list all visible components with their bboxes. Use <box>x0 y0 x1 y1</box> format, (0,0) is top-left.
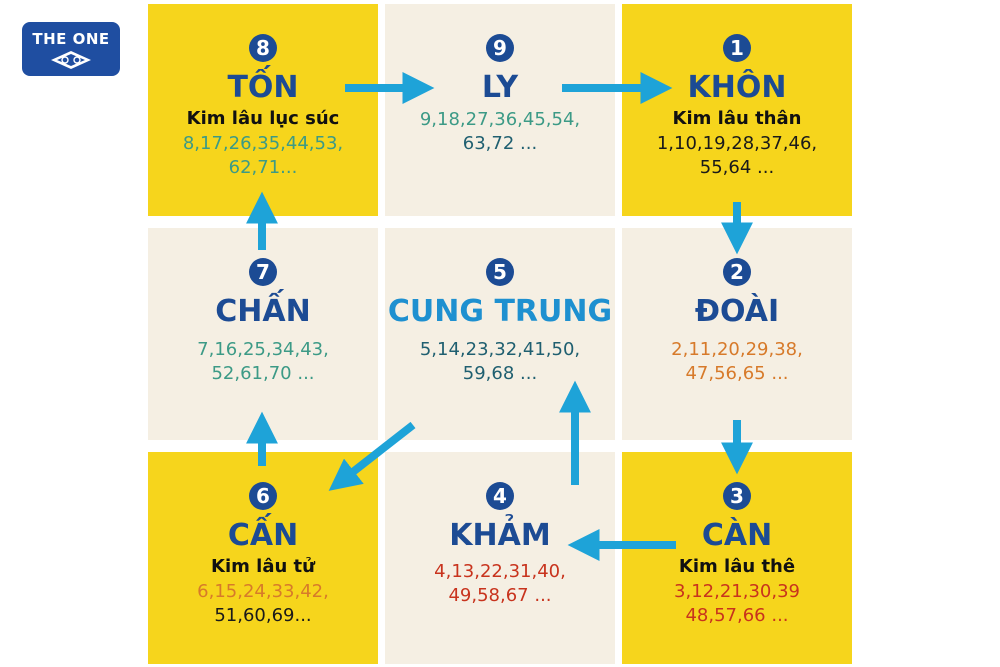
ages-line-2: 49,58,67 ... <box>448 585 552 606</box>
ages-line-2: 47,56,65 ... <box>685 363 789 384</box>
cell-name: KHÔN <box>687 70 787 105</box>
cell-name: CẤN <box>227 518 299 553</box>
cell-ages: 5,14,23,32,41,50, 59,68 ... <box>420 338 580 386</box>
cell-number: 5 <box>486 258 514 286</box>
ages-line-1: 6,15,24,33,42, <box>197 581 329 602</box>
cell-ages: 8,17,26,35,44,53, 62,71... <box>183 132 343 180</box>
cell-number: 1 <box>723 34 751 62</box>
cell-number: 8 <box>249 34 277 62</box>
ages-line-2: 52,61,70 ... <box>211 363 315 384</box>
cell-ages: 1,10,19,28,37,46, 55,64 ... <box>657 132 817 180</box>
cell-khon: 1 KHÔN Kim lâu thân 1,10,19,28,37,46, 55… <box>622 4 852 216</box>
cell-name: TỐN <box>227 70 299 105</box>
ages-line-2: 51,60,69... <box>214 605 312 626</box>
cell-number: 4 <box>486 482 514 510</box>
cell-subtitle: Kim lâu lục súc <box>186 108 340 129</box>
logo-text: THE ONE <box>32 30 110 48</box>
ages-line-1: 8,17,26,35,44,53, <box>182 133 344 154</box>
cell-can-3: 3 CÀN Kim lâu thê 3,12,21,30,39 48,57,66… <box>622 452 852 664</box>
cell-name: LY <box>481 70 519 105</box>
cell-ages: 6,15,24,33,42, 51,60,69... <box>197 580 329 628</box>
cell-ages: 2,11,20,29,38, 47,56,65 ... <box>671 338 803 386</box>
cell-chan: 7 CHẤN 7,16,25,34,43, 52,61,70 ... <box>148 228 378 440</box>
cell-name: KHẢM <box>449 518 551 553</box>
cell-ages: 4,13,22,31,40, 49,58,67 ... <box>434 560 566 608</box>
cell-number: 2 <box>723 258 751 286</box>
ages-line-1: 7,16,25,34,43, <box>197 339 329 360</box>
cell-ages: 3,12,21,30,39 48,57,66 ... <box>674 580 800 628</box>
the-one-logo: THE ONE <box>22 22 120 76</box>
cell-ton: 8 TỐN Kim lâu lục súc 8,17,26,35,44,53, … <box>148 4 378 216</box>
cell-name: CUNG TRUNG <box>387 294 613 329</box>
cell-subtitle: Kim lâu tử <box>211 556 315 577</box>
nine-palace-grid: 8 TỐN Kim lâu lục súc 8,17,26,35,44,53, … <box>148 4 852 664</box>
cell-number: 6 <box>249 482 277 510</box>
cell-ly: 9 LY 9,18,27,36,45,54, 63,72 ... <box>385 4 615 216</box>
cell-number: 9 <box>486 34 514 62</box>
cell-doai: 2 ĐOÀI 2,11,20,29,38, 47,56,65 ... <box>622 228 852 440</box>
cell-number: 3 <box>723 482 751 510</box>
ages-line-1: 1,10,19,28,37,46, <box>656 133 818 154</box>
cell-name: CHẤN <box>215 294 311 329</box>
cell-ages: 7,16,25,34,43, 52,61,70 ... <box>197 338 329 386</box>
cell-name: ĐOÀI <box>694 294 780 329</box>
ages-line-2: 63,72 ... <box>462 133 538 154</box>
ages-line-1: 2,11,20,29,38, <box>671 339 803 360</box>
arrow-5-to-6 <box>328 421 416 491</box>
ages-line-2: 55,64 ... <box>699 157 775 178</box>
cell-subtitle: Kim lâu thân <box>672 108 802 129</box>
ages-line-1: 5,14,23,32,41,50, <box>419 339 581 360</box>
cell-name: CÀN <box>701 518 773 553</box>
ages-line-2: 59,68 ... <box>462 363 538 384</box>
ages-line-1: 4,13,22,31,40, <box>434 561 566 582</box>
logo-diamond-icon <box>51 51 91 69</box>
ages-line-1: 3,12,21,30,39 <box>674 581 800 602</box>
ages-line-2: 62,71... <box>228 157 298 178</box>
ages-line-1: 9,18,27,36,45,54, <box>419 109 581 130</box>
cell-number: 7 <box>249 258 277 286</box>
cell-ages: 9,18,27,36,45,54, 63,72 ... <box>420 108 580 156</box>
ages-line-2: 48,57,66 ... <box>685 605 789 626</box>
cell-subtitle: Kim lâu thê <box>678 556 796 577</box>
